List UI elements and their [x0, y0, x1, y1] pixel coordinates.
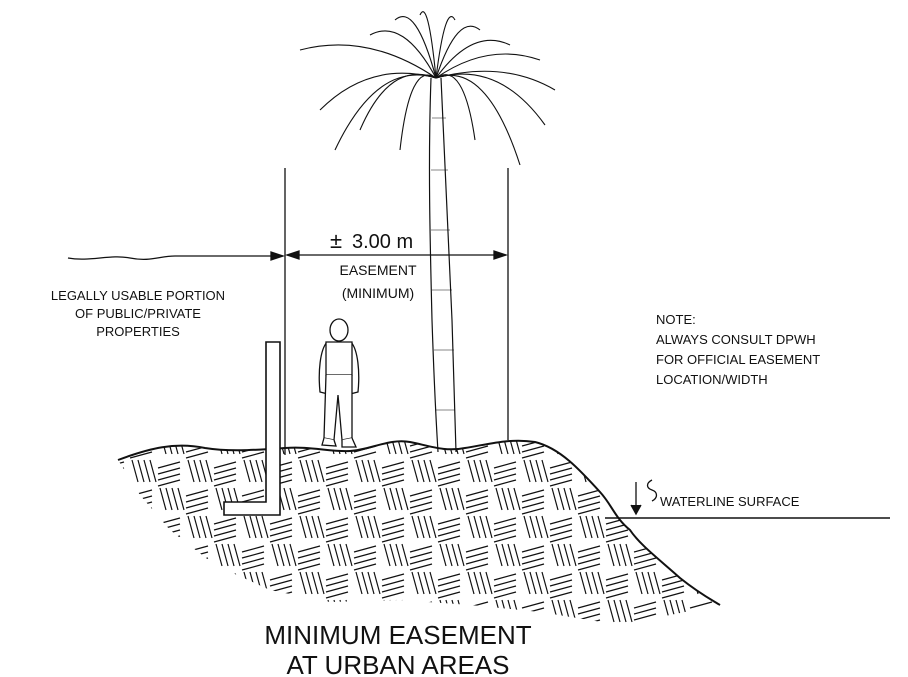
waterline-marker-icon: [630, 479, 658, 516]
note-line1: ALWAYS CONSULT DPWH: [656, 332, 816, 347]
retaining-wall: [223, 341, 281, 516]
note-heading: NOTE:: [656, 312, 696, 327]
usable-portion-line1: LEGALLY USABLE PORTION: [51, 288, 225, 303]
waterline-label: WATERLINE SURFACE: [660, 494, 800, 509]
title-line2: AT URBAN AREAS: [287, 650, 510, 677]
plus-minus-symbol: ±: [330, 228, 342, 253]
note-line3: LOCATION/WIDTH: [656, 372, 768, 387]
easement-label-line2: (MINIMUM): [342, 285, 414, 301]
palm-tree: [299, 11, 556, 453]
dimension-line: [284, 250, 509, 260]
usable-portion-line3: PROPERTIES: [96, 324, 180, 339]
ground-profile: [117, 439, 721, 606]
usable-portion-line2: OF PUBLIC/PRIVATE: [75, 306, 201, 321]
title-line1: MINIMUM EASEMENT: [264, 620, 531, 650]
easement-label-line1: EASEMENT: [339, 262, 416, 278]
usable-portion-arrow: [67, 251, 286, 261]
dimension-value: 3.00 m: [352, 231, 413, 253]
note-line2: FOR OFFICIAL EASEMENT: [656, 352, 820, 367]
person-figure: [318, 318, 360, 448]
